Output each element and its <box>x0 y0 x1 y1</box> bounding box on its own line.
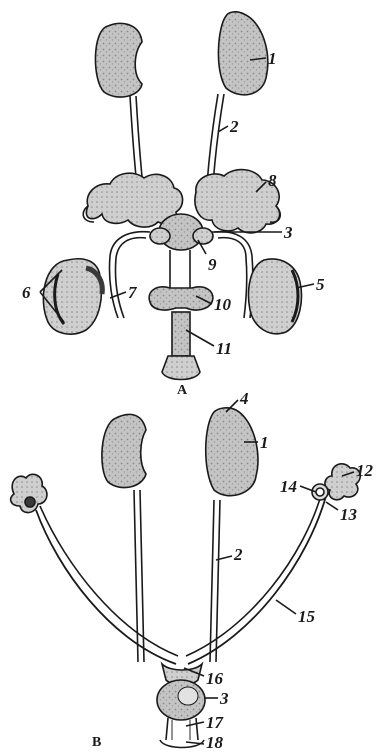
label-b-13: 13 <box>340 506 357 523</box>
label-b-16: 16 <box>206 670 223 687</box>
label-a-8: 8 <box>268 172 277 189</box>
label-b-18: 18 <box>206 734 223 751</box>
penis-shaft-a <box>172 312 190 356</box>
glans-a <box>162 356 200 380</box>
label-b-14: 14 <box>280 478 297 495</box>
kidney-left-b <box>102 414 146 487</box>
label-a-5: 5 <box>316 276 325 293</box>
kidney-right-a <box>218 12 267 95</box>
oviduct-left-b <box>36 510 176 664</box>
panel-b <box>11 400 361 748</box>
label-a-10: 10 <box>214 296 231 313</box>
label-b-2: 2 <box>234 546 243 563</box>
ureter-right-b <box>210 500 214 662</box>
urethra-a <box>170 250 190 290</box>
label-a-11: 11 <box>216 340 232 357</box>
label-b-3: 3 <box>220 690 229 707</box>
label-a-2: 2 <box>230 118 239 135</box>
label-a-1: 1 <box>268 50 277 67</box>
vagina-b <box>166 718 198 740</box>
caption-b: B <box>92 736 101 750</box>
label-a-3: 3 <box>284 224 293 241</box>
label-b-4: 4 <box>240 390 249 407</box>
label-a-9: 9 <box>208 256 217 273</box>
ureter-left-b <box>134 490 138 662</box>
oviduct-right-b <box>188 496 326 664</box>
seminal-vesicle-right-a <box>195 170 280 233</box>
label-a-6: 6 <box>22 284 31 301</box>
label-b-12: 12 <box>356 462 373 479</box>
label-b-1: 1 <box>260 434 269 451</box>
kidney-right-b <box>206 408 258 496</box>
bulbourethral-a <box>149 287 213 310</box>
label-b-15: 15 <box>298 608 315 625</box>
label-b-17: 17 <box>206 714 223 731</box>
ovary-right-b <box>325 464 360 500</box>
label-a-7: 7 <box>128 284 137 301</box>
kidney-left-a <box>95 23 142 97</box>
caption-a: A <box>177 384 187 398</box>
